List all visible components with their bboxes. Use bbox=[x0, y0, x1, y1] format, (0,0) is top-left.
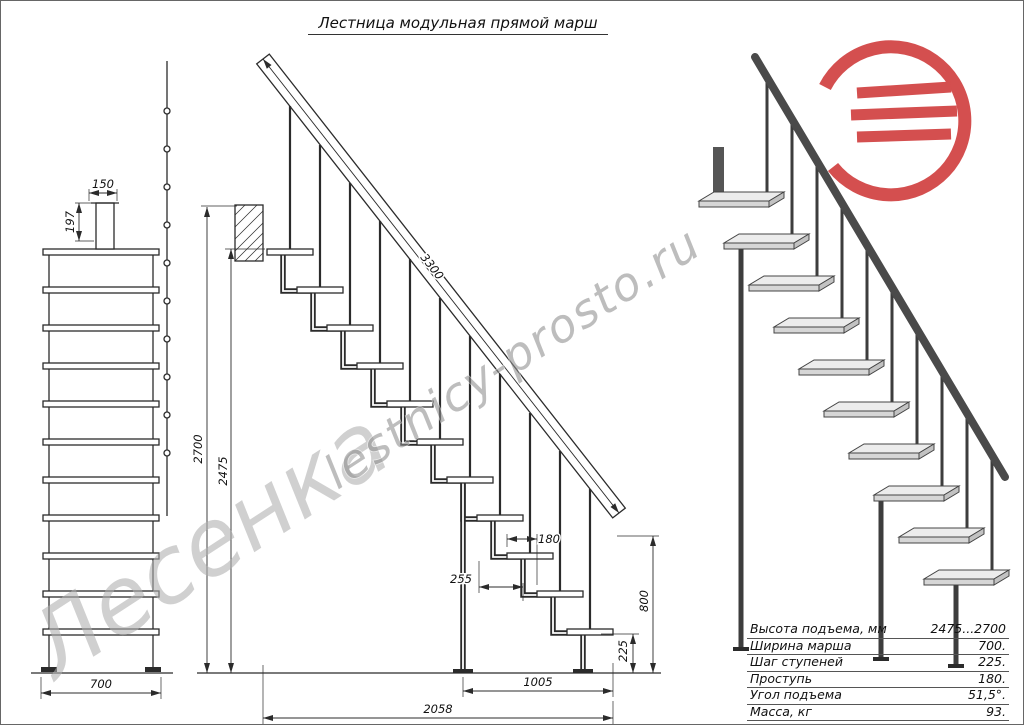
spec-row-width: Ширина марша 700. bbox=[747, 637, 1009, 655]
dim-150: 150 bbox=[92, 177, 114, 191]
spec-value: 2475...2700 bbox=[930, 621, 1006, 636]
treads-side bbox=[266, 248, 614, 636]
page-title: Лестница модульная прямой марш bbox=[293, 13, 623, 35]
spec-label: Проступь bbox=[750, 670, 813, 686]
spec-label: Шаг ступеней bbox=[750, 654, 843, 669]
dim-180: 180 bbox=[538, 532, 560, 546]
spec-label: Масса, кг bbox=[750, 703, 812, 719]
dim-800: 800 bbox=[637, 590, 651, 612]
spec-value: 180. bbox=[978, 670, 1006, 686]
spec-label: Ширина марша bbox=[750, 637, 852, 653]
spec-row-step: Шаг ступеней 225. bbox=[747, 654, 1009, 672]
watermark-site: lestnicy-prosto.ru bbox=[314, 216, 710, 500]
wall-bracket-front bbox=[95, 202, 115, 250]
dim-197: 197 bbox=[63, 210, 77, 233]
balusters-side bbox=[288, 106, 592, 629]
perspective-view bbox=[697, 40, 1011, 668]
dim-2058: 2058 bbox=[423, 702, 452, 716]
spec-table: Высота подъема, мм 2475...2700 Ширина ма… bbox=[747, 621, 1009, 721]
spec-value: 51,5°. bbox=[967, 687, 1006, 702]
foot-plate bbox=[145, 667, 161, 672]
balusters-3d bbox=[765, 77, 994, 570]
dim-2700: 2700 bbox=[191, 434, 205, 463]
dim-1005: 1005 bbox=[523, 675, 552, 689]
spec-label: Высота подъема, мм bbox=[750, 621, 887, 636]
spec-row-tread: Проступь 180. bbox=[747, 670, 1009, 688]
drawing-title: Лестница модульная прямой марш bbox=[308, 14, 608, 35]
foot-plate bbox=[41, 667, 57, 672]
spec-label: Угол подъема bbox=[750, 687, 842, 702]
dim-255: 255 bbox=[450, 572, 472, 586]
dim-225: 225 bbox=[616, 640, 630, 662]
spec-row-angle: Угол подъема 51,5°. bbox=[747, 687, 1009, 705]
spec-row-mass: Масса, кг 93. bbox=[747, 703, 1009, 721]
dim-2475: 2475 bbox=[216, 456, 230, 485]
treads-3d bbox=[697, 191, 1011, 586]
front-tread bbox=[42, 248, 160, 256]
wall-bracket-3d bbox=[713, 147, 724, 203]
handrail-3d bbox=[751, 53, 1009, 481]
front-view: 150 197 700 bbox=[31, 61, 173, 699]
spec-value: 93. bbox=[986, 703, 1006, 719]
spec-value: 225. bbox=[978, 654, 1006, 669]
side-view: 3300 bbox=[191, 53, 661, 724]
spec-value: 700. bbox=[978, 637, 1006, 653]
wall-hatch bbox=[234, 204, 264, 262]
brand-logo bbox=[819, 40, 972, 202]
spec-row-height: Высота подъема, мм 2475...2700 bbox=[747, 621, 1009, 639]
dim-700: 700 bbox=[90, 677, 112, 691]
